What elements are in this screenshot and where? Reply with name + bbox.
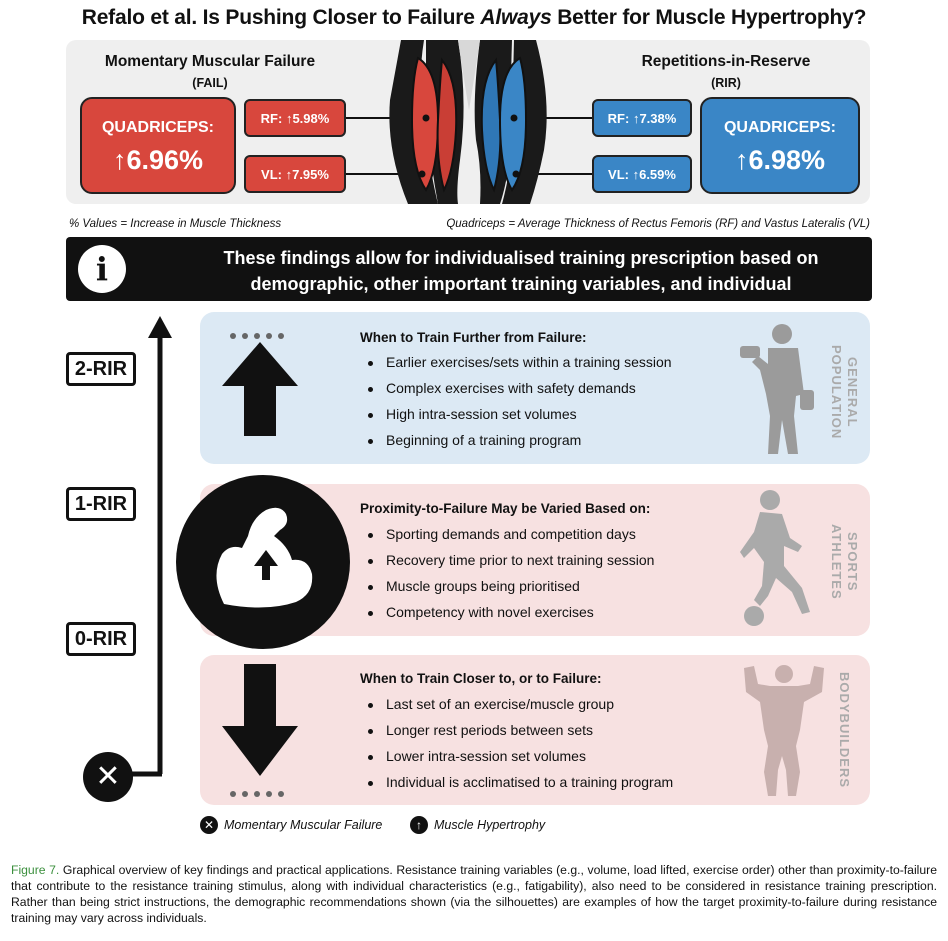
banner-line-1: These findings allow for individualised … (223, 248, 819, 268)
bodybuilder-pose-icon (744, 665, 824, 796)
panel-1-title: When to Train Further from Failure: (360, 330, 587, 345)
panel-3-item: Lower intra-session set volumes (368, 748, 586, 764)
rir-rf-marker (510, 114, 518, 122)
legend-hypertrophy-label: Muscle Hypertrophy (434, 818, 546, 832)
fail-quadriceps-box: QUADRICEPS: ↑6.96% (80, 97, 236, 194)
panel-1-item: Earlier exercises/sets within a training… (368, 354, 672, 370)
arrow-down-icon (222, 664, 298, 776)
info-banner: i These findings allow for individualise… (66, 237, 872, 320)
fail-rf-marker (422, 114, 430, 122)
panel-2-item: Recovery time prior to next training ses… (368, 552, 654, 568)
fail-heading: Momentary Muscular Failure (104, 53, 316, 70)
rir-vl-box: VL: ↑6.59% (592, 155, 692, 193)
panel-2-item: Muscle groups being prioritised (368, 578, 580, 594)
rir-quadriceps-label: QUADRICEPS: (723, 119, 836, 136)
arrow-up-icon (222, 342, 298, 436)
panel-3-item: Last set of an exercise/muscle group (368, 696, 614, 712)
caption-lead: Figure 7. (11, 863, 60, 877)
rir-subheading: (RIR) (711, 76, 741, 90)
panel-3-item: Longer rest periods between sets (368, 722, 593, 738)
info-icon: i (78, 245, 126, 293)
panel-3-title: When to Train Closer to, or to Failure: (360, 671, 602, 686)
panel-further-from-failure (200, 312, 870, 464)
legend-failure-label: Momentary Muscular Failure (224, 818, 383, 832)
flexed-bicep-icon (216, 507, 313, 608)
caption-text: Graphical overview of key findings and p… (11, 863, 937, 925)
panel-2-item: Competency with novel exercises (368, 604, 594, 620)
panel-closer-to-failure (200, 655, 870, 805)
fail-vl-box: VL: ↑7.95% (244, 155, 346, 193)
rir-quadriceps-value: ↑6.98% (734, 145, 826, 175)
fail-vastus-lateralis (436, 57, 458, 193)
groin-gap (458, 40, 480, 110)
rir-vastus-lateralis (480, 57, 502, 193)
x-icon: ✕ (83, 752, 133, 802)
panel-1-item: Complex exercises with safety demands (368, 380, 636, 396)
fail-quadriceps-label: QUADRICEPS: (101, 119, 214, 136)
panel-2-item: Sporting demands and competition days (368, 526, 636, 542)
dumbbell-person-icon (740, 324, 814, 454)
note-right: Quadriceps = Average Thickness of Rectus… (446, 218, 870, 230)
banner-text: These findings allow for individualised … (186, 245, 856, 323)
panel-3-item: Individual is acclimatised to a training… (368, 774, 673, 790)
legend-hypertrophy-icon: ↑ (410, 816, 428, 834)
fail-subheading: (FAIL) (192, 76, 228, 90)
note-left: % Values = Increase in Muscle Thickness (69, 218, 282, 230)
rir-label-0: 0-RIR (66, 622, 136, 656)
panel-1-item: Beginning of a training program (368, 432, 581, 448)
rir-heading: Repetitions-in-Reserve (641, 53, 811, 70)
dots-bottom (230, 784, 290, 802)
side-label-bodybuilders: BODYBUILDERS (837, 671, 852, 788)
fail-quadriceps-value: ↑6.96% (112, 145, 204, 175)
panel-2-title: Proximity-to-Failure May be Varied Based… (360, 501, 651, 516)
fail-rf-box: RF: ↑5.98% (244, 99, 346, 137)
fail-vl-marker (418, 170, 426, 178)
rir-rectus-femoris (498, 56, 528, 192)
figure-title: Refalo et al. Is Pushing Closer to Failu… (81, 6, 867, 29)
legend-failure-icon: ✕ (200, 816, 218, 834)
scale-arrow-head (148, 316, 172, 338)
figure-caption: Figure 7. Graphical overview of key find… (11, 862, 937, 926)
rir-label-1: 1-RIR (66, 487, 136, 521)
rir-quadriceps-box: QUADRICEPS: ↑6.98% (700, 97, 860, 194)
dots-top (230, 326, 290, 344)
rir-rf-box: RF: ↑7.38% (592, 99, 692, 137)
fail-rectus-femoris (410, 56, 440, 192)
thighs-illustration (346, 40, 592, 204)
panel-1-item: High intra-session set volumes (368, 406, 577, 422)
rir-vl-marker (512, 170, 520, 178)
soccer-player-icon (740, 490, 810, 626)
rir-label-2: 2-RIR (66, 352, 136, 386)
